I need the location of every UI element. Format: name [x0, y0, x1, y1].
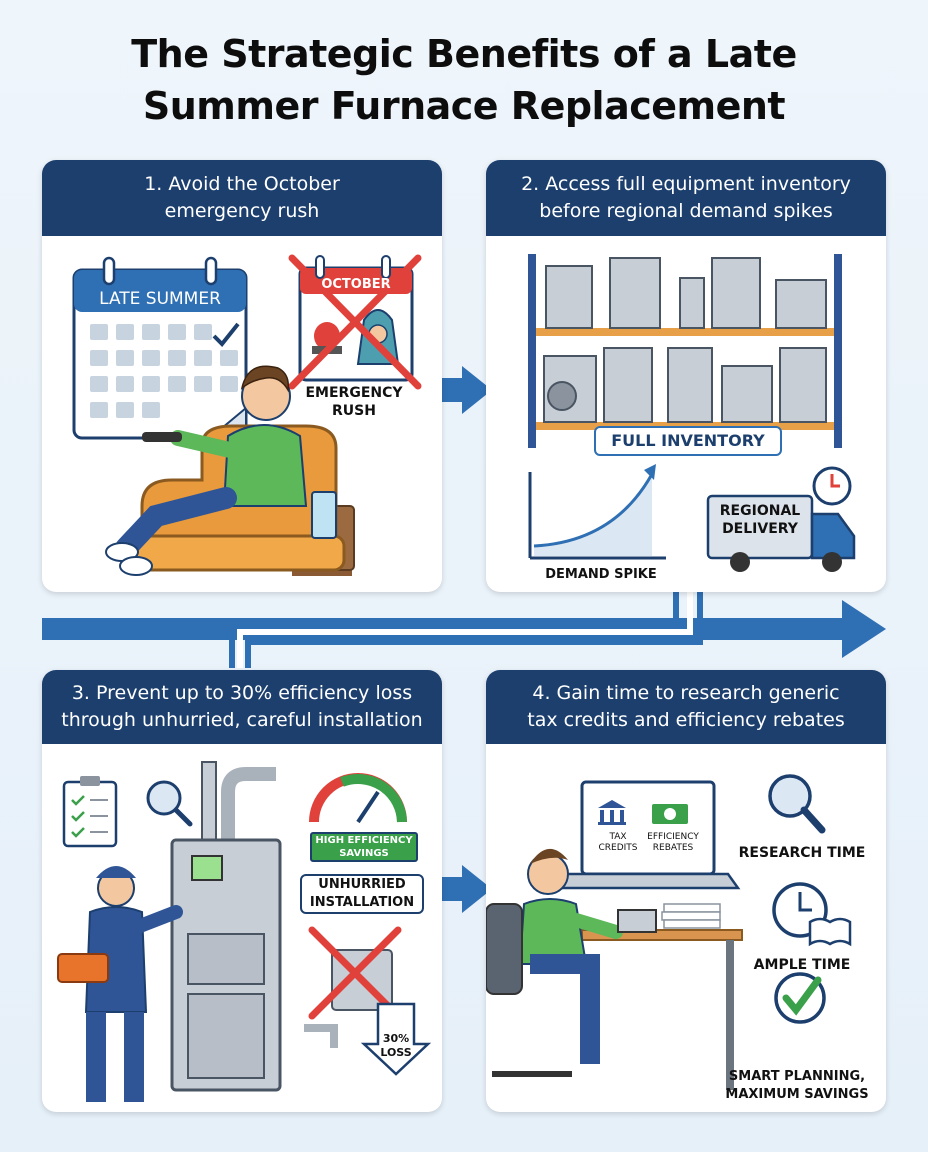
- demand-spike-chart-icon: [528, 464, 666, 560]
- panel-1-header-line-2: emergency rush: [164, 200, 320, 222]
- panel-1-header-line-1: 1. Avoid the October: [144, 173, 340, 195]
- full-inventory-badge: FULL INVENTORY: [594, 426, 782, 456]
- research-magnifier-icon: [768, 774, 826, 834]
- panel-4-header: 4. Gain time to research generic tax cre…: [486, 670, 886, 744]
- arrow-1-to-2: [430, 366, 492, 414]
- tax-credits-line-1: TAX: [609, 832, 627, 842]
- panel-research-rebates: 4. Gain time to research generic tax cre…: [486, 670, 886, 1112]
- laptop-icon: [555, 780, 741, 890]
- demand-spike-label: DEMAND SPIKE: [545, 567, 657, 582]
- efficiency-loss-icon: [304, 926, 432, 1076]
- magnifier-icon: [146, 780, 193, 827]
- gauge-label: HIGH EFFICIENCY SAVINGS: [310, 832, 418, 862]
- smart-planning-line-2: MAXIMUM SAVINGS: [725, 1087, 869, 1102]
- emergency-rush-line-2: RUSH: [332, 403, 376, 419]
- panel-1-header: 1. Avoid the October emergency rush: [42, 160, 442, 236]
- panel-4-header-line-1: 4. Gain time to research generic: [532, 682, 840, 704]
- panel-2-header: 2. Access full equipment inventory befor…: [486, 160, 886, 236]
- panel-4-illustration: [486, 774, 852, 1090]
- emergency-rush-line-1: EMERGENCY: [305, 385, 403, 401]
- panel-avoid-rush: 1. Avoid the October emergency rush: [42, 160, 442, 592]
- smart-planning-label: SMART PLANNING, MAXIMUM SAVINGS: [712, 1068, 882, 1104]
- desk-person-icon: [486, 848, 743, 1090]
- flow-connector: [237, 592, 693, 668]
- emergency-rush-label: EMERGENCY RUSH: [290, 384, 418, 420]
- panel-careful-installation: 3. Prevent up to 30% efficiency loss thr…: [42, 670, 442, 1112]
- gauge-label-line-2: SAVINGS: [339, 848, 389, 859]
- unhurried-installation-label: UNHURRIED INSTALLATION: [300, 874, 424, 914]
- install-line-1: UNHURRIED: [318, 877, 406, 892]
- loss-label: 30% LOSS: [376, 1032, 416, 1060]
- tax-credits-label: TAX CREDITS: [588, 832, 648, 854]
- flow-connector-outline: [229, 592, 703, 668]
- panel-3-header: 3. Prevent up to 30% efficiency loss thr…: [42, 670, 442, 744]
- flow-band-arrowhead: [842, 600, 886, 658]
- bank-icon: [598, 800, 626, 825]
- title-line-1: The Strategic Benefits of a Late: [131, 32, 797, 76]
- tax-credits-line-2: CREDITS: [598, 843, 638, 853]
- efficiency-rebates-label: EFFICIENCY REBATES: [640, 832, 706, 854]
- technician-icon: [57, 866, 183, 1102]
- page-title: The Strategic Benefits of a Late Summer …: [0, 28, 928, 132]
- research-time-label: RESEARCH TIME: [738, 845, 866, 861]
- loss-line-2: LOSS: [380, 1046, 412, 1059]
- shelving-unit-icon: [528, 254, 842, 448]
- ample-time-label: AMPLE TIME: [753, 957, 851, 973]
- arrow-3-to-4: [430, 865, 492, 913]
- panel-3-header-line-2: through unhurried, careful installation: [61, 709, 423, 731]
- clock-book-icon: [772, 882, 852, 947]
- regional-delivery-line-2: DELIVERY: [722, 521, 798, 537]
- furnace-unit-icon: [170, 761, 282, 1092]
- smart-planning-line-1: SMART PLANNING,: [728, 1069, 866, 1084]
- relaxing-man-icon: [105, 365, 355, 576]
- panel-2-header-line-2: before regional demand spikes: [539, 200, 833, 222]
- panel-2-illustration: [528, 254, 856, 572]
- efficiency-rebates-line-2: REBATES: [652, 843, 694, 853]
- october-calendar-icon: [288, 254, 422, 390]
- october-label: OCTOBER: [321, 277, 390, 292]
- loss-line-1: 30%: [382, 1032, 410, 1045]
- panel-3-header-line-1: 3. Prevent up to 30% efficiency loss: [71, 682, 413, 704]
- panel-2-header-line-1: 2. Access full equipment inventory: [521, 173, 851, 195]
- money-icon: [652, 804, 688, 824]
- late-summer-calendar-icon: [72, 256, 248, 440]
- efficiency-gauge-icon: [309, 773, 407, 824]
- regional-delivery-label: REGIONAL DELIVERY: [708, 502, 812, 538]
- clipboard-icon: [62, 776, 118, 848]
- title-line-2: Summer Furnace Replacement: [142, 84, 786, 128]
- checkmark-icon: [774, 972, 826, 1024]
- efficiency-rebates-line-1: EFFICIENCY: [647, 832, 699, 842]
- regional-delivery-line-1: REGIONAL: [719, 503, 801, 519]
- install-line-2: INSTALLATION: [309, 895, 415, 910]
- panel-1-illustration: OCTOBER: [72, 254, 422, 576]
- delivery-truck-icon: [706, 466, 856, 572]
- calendar-label: LATE SUMMER: [99, 289, 221, 309]
- panel-full-inventory: 2. Access full equipment inventory befor…: [486, 160, 886, 592]
- panel-3-illustration: [57, 761, 432, 1102]
- gauge-label-line-1: HIGH EFFICIENCY: [315, 835, 413, 846]
- panel-4-header-line-2: tax credits and efficiency rebates: [527, 709, 845, 731]
